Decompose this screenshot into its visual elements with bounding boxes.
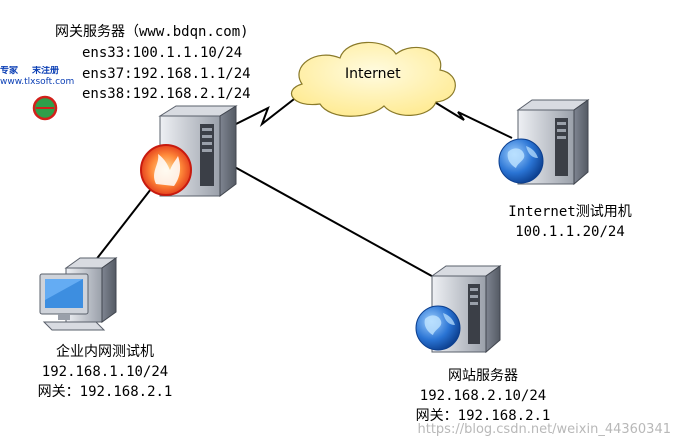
web-server-gateway: 网关：192.168.2.1: [415, 408, 551, 424]
web-server-ip: 192.168.2.10/24: [419, 388, 547, 404]
gateway-ens38: ens38:192.168.2.1/24: [82, 86, 251, 102]
badge-url: www.tlxsoft.com: [0, 77, 75, 87]
link-gateway-intranet: [87, 179, 159, 271]
gateway-ens37: ens37:192.168.1.1/24: [82, 66, 251, 82]
badge-right-text: 末注册: [32, 66, 60, 76]
internet-cloud: [290, 41, 456, 117]
web-server-name: 网站服务器: [448, 368, 518, 384]
intranet-host-ip: 192.168.1.10/24: [41, 364, 169, 380]
workstation-icon: [39, 257, 118, 331]
intranet-host-name: 企业内网测试机: [56, 344, 154, 360]
gateway-title: 网关服务器（www.bdqn.com): [55, 24, 249, 40]
internet-host-ip: 100.1.1.20/24: [515, 224, 625, 240]
internet-cloud-label: Internet: [345, 66, 401, 82]
link-gateway-internet: [227, 95, 299, 129]
badge-left-text: 专家: [0, 66, 19, 76]
gateway-ens33: ens33:100.1.1.10/24: [82, 45, 243, 61]
link-internet-testhost: [427, 97, 513, 139]
connection-lines: [87, 95, 513, 286]
internet-host-name: Internet测试用机: [508, 204, 632, 220]
firewall-icon: [140, 144, 192, 196]
watermark-text: https://blog.csdn.net/weixin_44360341: [417, 422, 671, 437]
badge-top-line: 专家 末注册: [0, 66, 80, 77]
cloud-shape: [290, 41, 456, 117]
link-gateway-webserver: [221, 159, 449, 286]
stamp-circle-icon: [32, 95, 58, 121]
globe-icon: [498, 138, 544, 184]
intranet-host-gateway: 网关：192.168.2.1: [37, 384, 173, 400]
globe-icon: [415, 305, 461, 351]
overlay-badge: 专家 末注册 www.tlxsoft.com: [0, 66, 80, 90]
